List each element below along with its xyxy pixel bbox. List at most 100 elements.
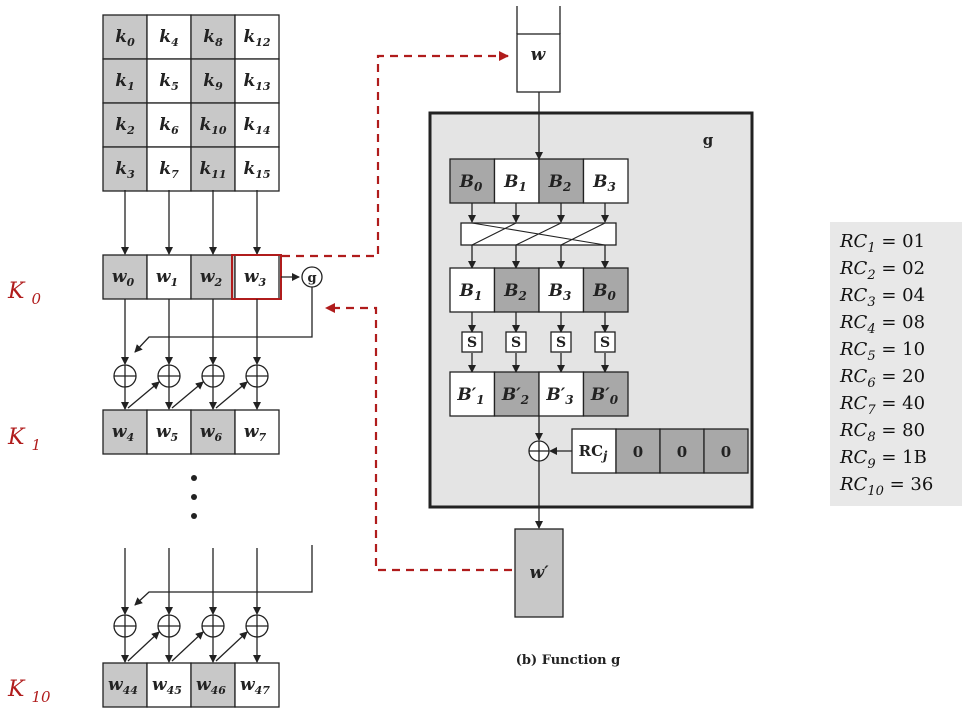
key-cell: k5 <box>146 58 192 104</box>
label-k1: K 1 <box>7 425 41 454</box>
zero-cell: 0 <box>659 428 705 474</box>
key-cell: k9 <box>190 58 236 104</box>
svg-text:B′3: B′3 <box>545 385 573 407</box>
rc-table-row: RC1 = 01 <box>839 231 925 256</box>
svg-text:k5: k5 <box>159 71 178 93</box>
w-output-box <box>514 528 564 618</box>
bytes-to-rotate-arrows <box>468 203 609 223</box>
svg-text:0: 0 <box>721 443 731 461</box>
rc-cell: RCj <box>571 428 617 474</box>
key-cell: k2 <box>102 102 148 148</box>
svg-text:k8: k8 <box>203 27 223 49</box>
byte-cell: B′2 <box>493 371 540 417</box>
rc-table-row: RC5 = 10 <box>839 339 925 364</box>
svg-text:w44: w44 <box>108 675 138 697</box>
svg-text:k4: k4 <box>159 27 178 49</box>
key-cell: k11 <box>190 146 236 192</box>
g-xor <box>528 440 550 462</box>
svg-text:w2: w2 <box>200 267 223 289</box>
red-dashed-connectors <box>282 51 512 572</box>
rotword-crossings <box>471 222 606 246</box>
sbox-to-bytes-arrows <box>468 353 609 373</box>
word-cell: w44 <box>102 662 148 708</box>
word-cell: w2 <box>190 254 236 300</box>
svg-text:w6: w6 <box>200 422 223 444</box>
rc-table-row: RC3 = 04 <box>839 285 925 310</box>
word-cell: w7 <box>234 409 280 455</box>
svg-text:k11: k11 <box>199 159 226 181</box>
svg-text:w3: w3 <box>244 267 267 289</box>
svg-text:k12: k12 <box>243 27 270 49</box>
function-g-caption: (b) Function g <box>516 653 620 668</box>
round9-down-lines <box>121 545 313 615</box>
key-cell: k10 <box>190 102 236 148</box>
g-feedback-line <box>134 287 313 353</box>
w-input-box <box>516 33 561 93</box>
byte-cell: B3 <box>582 158 629 204</box>
svg-text:B0: B0 <box>592 281 616 303</box>
svg-text:w0: w0 <box>112 267 135 289</box>
svg-text:0: 0 <box>633 443 643 461</box>
bytes-rotated-row: B1 B2 B3 B0 <box>449 267 629 313</box>
svg-text:k1: k1 <box>115 71 134 93</box>
svg-text:k9: k9 <box>203 71 223 93</box>
label-k10: K 10 <box>7 677 51 706</box>
key-cell: k1 <box>102 58 148 104</box>
byte-cell: B2 <box>493 267 540 313</box>
word-cell: w45 <box>146 662 192 708</box>
xor-op <box>127 614 181 663</box>
svg-text:B1: B1 <box>459 281 483 303</box>
svg-text:w7: w7 <box>244 422 267 444</box>
rotate-to-bytes-arrows <box>468 245 609 269</box>
svg-text:w1: w1 <box>156 267 178 289</box>
rc-table-panel <box>830 222 962 506</box>
svg-text:B2: B2 <box>548 172 572 194</box>
key-cell: k3 <box>102 146 148 192</box>
key-cell: k15 <box>234 146 280 192</box>
byte-cell: B0 <box>582 267 629 313</box>
svg-text:B0: B0 <box>459 172 483 194</box>
svg-text:B3: B3 <box>548 281 572 303</box>
xor-op <box>215 614 269 663</box>
xor-op <box>215 364 269 410</box>
rc-table-row: RC8 = 80 <box>839 420 925 445</box>
key-cell: k13 <box>234 58 280 104</box>
key-cell: k14 <box>234 102 280 148</box>
label-k0: K 0 <box>7 279 41 308</box>
matrix-to-words-arrows <box>121 190 261 255</box>
svg-text:S: S <box>511 335 521 351</box>
word-cell: w47 <box>234 662 280 708</box>
key-cell: k4 <box>146 14 192 60</box>
word-cell: w1 <box>146 254 192 300</box>
sbox: S <box>461 331 483 353</box>
svg-text:w5: w5 <box>156 422 178 444</box>
svg-text:k2: k2 <box>115 115 135 137</box>
bytes-to-sbox-arrows <box>468 312 609 333</box>
svg-text:w45: w45 <box>152 675 182 697</box>
svg-text:k15: k15 <box>243 159 270 181</box>
svg-text:S: S <box>556 335 566 351</box>
svg-text:B′0: B′0 <box>590 385 619 407</box>
byte-cell: B′3 <box>538 371 585 417</box>
xor-op <box>127 364 181 410</box>
svg-text:B′2: B′2 <box>501 385 529 407</box>
g-node-label: g <box>307 271 316 286</box>
svg-text:w47: w47 <box>240 675 270 697</box>
byte-cell: B′1 <box>449 371 496 417</box>
word-cell: w46 <box>190 662 236 708</box>
xor-op <box>113 364 137 410</box>
zero-cell: 0 <box>615 428 661 474</box>
word-cell: w5 <box>146 409 192 455</box>
function-g-box-label: g <box>703 131 714 149</box>
word-cell: w0 <box>102 254 148 300</box>
svg-text:k13: k13 <box>243 71 270 93</box>
svg-text:k3: k3 <box>115 159 135 181</box>
rc-table-row: RC4 = 08 <box>839 312 925 337</box>
ellipsis-dots <box>191 475 197 519</box>
word-cell: w3 <box>234 254 280 300</box>
